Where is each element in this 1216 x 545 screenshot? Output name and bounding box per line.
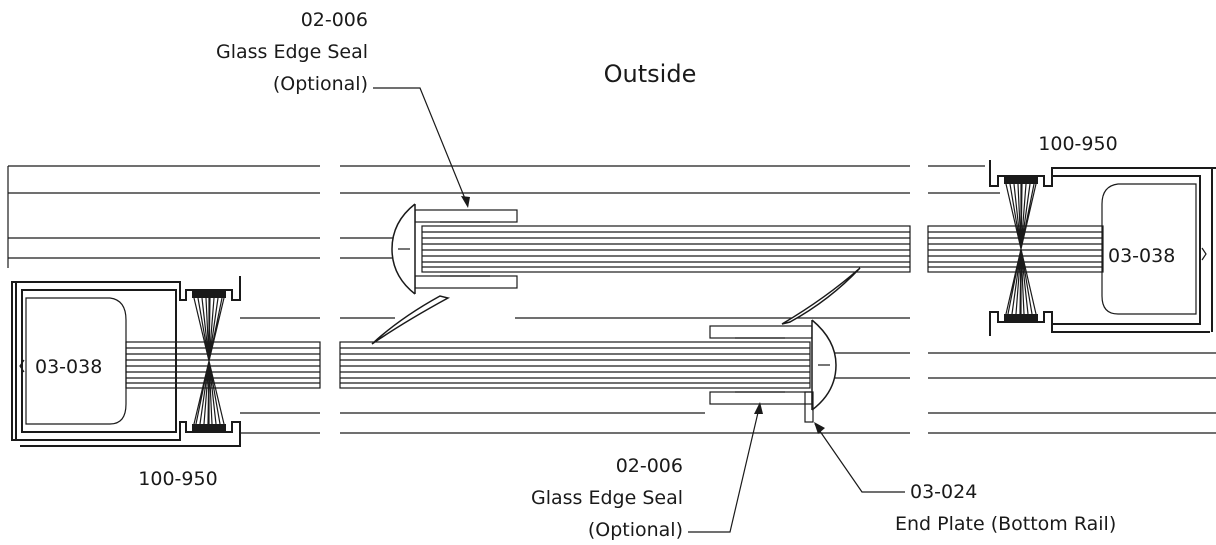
part-right-top-label: 100-950 xyxy=(1038,133,1117,155)
fiber-bundle-right xyxy=(1005,183,1037,315)
insert-right-label: 03-038 xyxy=(1108,245,1175,267)
fiber-bundle-left xyxy=(193,297,225,425)
seal-top-optional: (Optional) xyxy=(273,73,368,95)
leader-end-plate xyxy=(814,423,905,493)
glass-panel-top xyxy=(421,225,911,273)
channel-profile-left xyxy=(11,276,241,447)
insert-left-label: 03-038 xyxy=(35,356,102,378)
leader-seal-top xyxy=(373,87,469,207)
glass-panel-bottom xyxy=(339,341,811,389)
glass-edge-seal-bottom xyxy=(709,267,861,423)
outside-label: Outside xyxy=(604,60,697,88)
channel-profile-right xyxy=(989,160,1216,336)
glass-panel-left xyxy=(125,341,321,389)
rail-lines xyxy=(7,165,1216,434)
leader-lines xyxy=(373,87,905,533)
seal-lip xyxy=(371,295,451,345)
insert-block xyxy=(25,297,127,425)
end-plate-part-number: 03-024 xyxy=(910,481,977,503)
seal-top-part-number: 02-006 xyxy=(301,9,368,31)
seal-bottom-optional: (Optional) xyxy=(588,519,683,541)
labels: Outside 02-006 Glass Edge Seal (Optional… xyxy=(35,9,1175,541)
seal-top-name: Glass Edge Seal xyxy=(216,41,368,63)
seal-bottom-part-number: 02-006 xyxy=(616,455,683,477)
glass-panel-right xyxy=(927,225,1104,273)
leader-seal-bottom xyxy=(688,403,761,533)
glass-edge-seal-top xyxy=(371,203,518,345)
insert-block xyxy=(1101,183,1197,315)
end-plate-name: End Plate (Bottom Rail) xyxy=(895,513,1116,535)
end-plate-shape xyxy=(804,391,814,423)
part-left-bottom-label: 100-950 xyxy=(138,468,217,490)
seal-bottom-name: Glass Edge Seal xyxy=(531,487,683,509)
seal-lip xyxy=(781,267,861,325)
